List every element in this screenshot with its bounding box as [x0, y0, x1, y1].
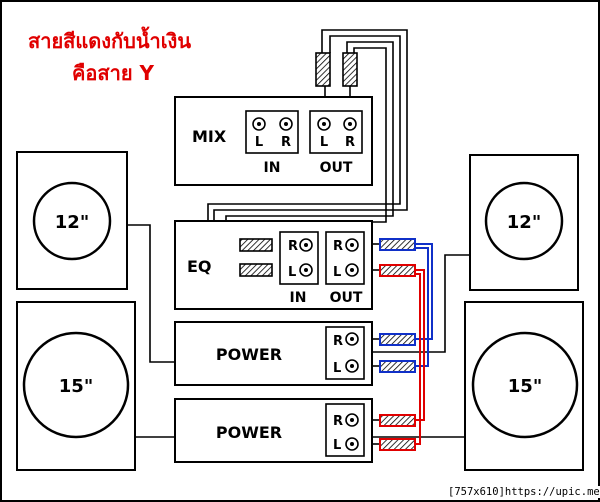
power-amp-label: POWER — [216, 345, 282, 364]
power2-jack-r: R — [333, 414, 343, 429]
speaker-size-label: 12" — [507, 212, 541, 233]
mixer-out-jack-r: R — [345, 135, 355, 150]
title-line-2: คือสาย Y — [72, 61, 155, 85]
eq-out-jack-r: R — [333, 239, 343, 254]
speaker-size-label: 12" — [55, 212, 89, 233]
speaker-cables — [127, 224, 470, 438]
red-y-cable — [415, 269, 425, 445]
eq-in-panel — [279, 231, 319, 285]
mixer-out-panel — [309, 110, 363, 154]
eq-out-jack-l: L — [333, 265, 341, 280]
eq-in-jack-r: R — [288, 239, 298, 254]
eq-out-label: OUT — [330, 290, 363, 306]
speaker-size-label: 15" — [508, 376, 542, 397]
red-y-plugs — [379, 264, 416, 451]
mixer-in-jack-r: R — [281, 135, 291, 150]
eq-label: EQ — [187, 257, 212, 276]
eq-in-plugs — [239, 238, 273, 277]
mixer-unit: MIX L R IN L R OUT — [174, 96, 373, 186]
mixer-out-jack-l: L — [320, 135, 328, 150]
power2-jack-l: L — [333, 438, 341, 453]
eq-in-jack-l: L — [288, 265, 296, 280]
speaker-size-label: 15" — [59, 376, 93, 397]
mixer-in-jack-l: L — [255, 135, 263, 150]
eq-out-panel — [325, 231, 365, 285]
mixer-label: MIX — [192, 127, 227, 146]
title-line-1: สายสีแดงกับน้ำเงิน — [28, 26, 191, 53]
watermark: [757x610]https://upic.me/ — [446, 486, 600, 498]
power1-jack-l: L — [333, 361, 341, 376]
power-amp-2: POWER R L — [174, 398, 373, 463]
power-amp-label: POWER — [216, 423, 282, 442]
speaker-12-left: 12" — [16, 151, 128, 290]
speaker-12-right: 12" — [469, 154, 579, 291]
mix-out-plugs — [315, 52, 358, 87]
mixer-in-panel — [245, 110, 299, 154]
power1-jack-r: R — [333, 334, 343, 349]
speaker-15-right: 15" — [464, 301, 584, 471]
blue-y-plugs — [379, 238, 416, 373]
equalizer-unit: EQ R L IN R L OUT — [174, 220, 373, 310]
eq-in-label: IN — [290, 290, 307, 306]
power-amp-1: POWER R L — [174, 321, 373, 386]
mixer-out-label: OUT — [320, 160, 353, 176]
mixer-in-label: IN — [264, 160, 281, 176]
speaker-15-left: 15" — [16, 301, 136, 471]
